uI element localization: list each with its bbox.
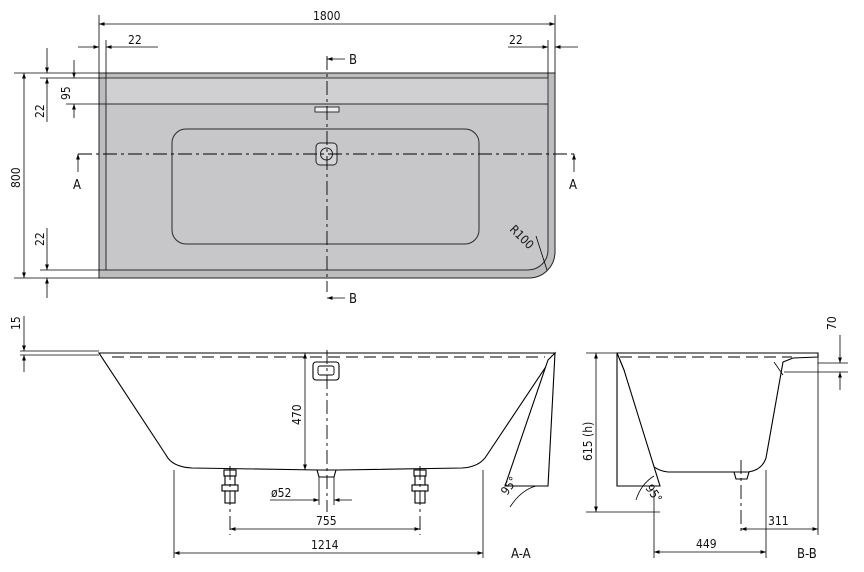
dim-base-depth-b: 449 [696, 537, 717, 551]
dim-total-length: 1800 [313, 9, 341, 23]
dim-edge-right: 22 [509, 33, 523, 47]
dim-side-bottom: 22 [33, 232, 47, 246]
dim-side-top: 22 [33, 104, 47, 118]
plan-view: R100 B B A A 1800 22 22 800 22 [9, 9, 578, 307]
dim-drain-offset: 311 [768, 514, 789, 528]
dim-total-width: 800 [9, 167, 23, 188]
section-b-top-label: B [349, 53, 357, 68]
section-a-support [504, 351, 556, 487]
basin-floor [171, 128, 480, 245]
section-a-view: 15 470 ø52 755 1214 95° A-A [9, 316, 557, 562]
dim-rim-thickness: 15 [9, 316, 23, 330]
dim-total-height: 615 (h) [581, 422, 595, 461]
section-b-bottom-label: B [349, 292, 357, 307]
dim-shelf-depth: 95 [59, 86, 73, 100]
dim-edge-left: 22 [128, 33, 142, 47]
overflow-a [312, 361, 340, 381]
dim-drain-diameter: ø52 [271, 486, 291, 500]
dim-depth-inside: 470 [290, 404, 304, 425]
section-b-title: B-B [797, 547, 817, 562]
section-b-view: 615 (h) 70 95° 311 449 B-B [581, 316, 848, 562]
section-a-right-label: A [569, 178, 577, 193]
dim-shelf-height: 70 [825, 316, 839, 330]
dim-base-length: 1214 [311, 538, 339, 552]
section-b-support [616, 352, 661, 487]
section-a-left-label: A [73, 178, 81, 193]
section-a-title: A-A [511, 547, 531, 562]
dim-feet-spacing: 755 [316, 514, 337, 528]
